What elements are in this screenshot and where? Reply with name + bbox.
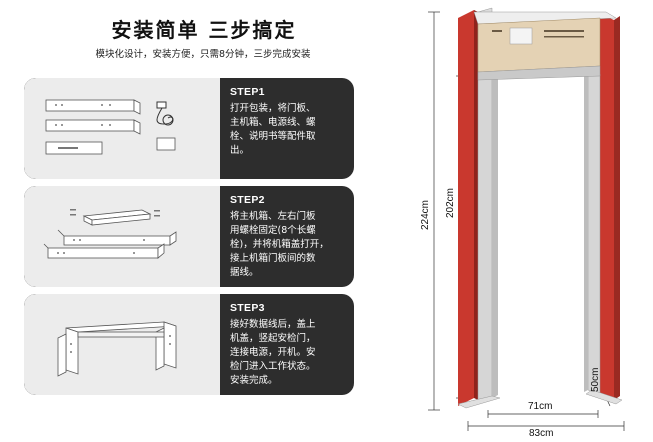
step2-line-5: 据线。 — [230, 267, 259, 278]
step2-line-1: 将主机箱、左右门板 — [230, 211, 316, 222]
step1-heading: STEP1 — [230, 86, 265, 98]
step3-line-2: 机盖，竖起安检门， — [230, 333, 316, 344]
step2-line-3: 栓)，并将机箱盖打开， — [230, 239, 329, 250]
step1-line-2: 主机箱、电源线、螺 — [230, 117, 316, 128]
gate-diagram: 224cm 202cm 50cm 71cm 83cm — [412, 0, 653, 442]
step1-line-1: 打开包装，将门板、 — [230, 103, 316, 114]
step3-description: 接好数据线后，盖上 机盖，竖起安检门， 连接电源，开机。安 检门进入工作状态。 … — [230, 318, 348, 388]
step2-illustration — [24, 186, 220, 287]
step3-line-1: 接好数据线后，盖上 — [230, 319, 316, 330]
step1-description: 打开包装，将门板、 主机箱、电源线、螺 栓、说明书等配件取 出。 — [230, 102, 348, 158]
page-subtitle: 模块化设计，安装方便，只需8分钟，三步完成安装 — [95, 49, 311, 60]
step2-line-2: 用螺栓固定(8个长螺 — [230, 225, 316, 236]
step3-line-4: 检门进入工作状态。 — [230, 361, 316, 372]
dimension-total-height: 224cm — [420, 199, 431, 230]
step1-line-3: 栓、说明书等配件取 — [230, 131, 316, 142]
dimension-inner-width: 71cm — [528, 401, 553, 412]
dimension-depth: 50cm — [590, 367, 601, 392]
step3-line-5: 安装完成。 — [230, 375, 278, 386]
dimension-total-width: 83cm — [529, 428, 554, 439]
step2-description: 将主机箱、左右门板 用螺栓固定(8个长螺 栓)，并将机箱盖打开， 接上机箱门板间… — [230, 210, 348, 280]
step3-line-3: 连接电源，开机。安 — [230, 347, 316, 358]
step2-heading: STEP2 — [230, 194, 265, 206]
step3-heading: STEP3 — [230, 302, 265, 314]
step-card-2: STEP2 将主机箱、左右门板 用螺栓固定(8个长螺 栓)，并将机箱盖打开， 接… — [24, 186, 354, 287]
step3-illustration — [24, 294, 220, 395]
page-title: 安装简单 三步搞定 — [111, 18, 297, 42]
step-card-1: STEP1 打开包装，将门板、 主机箱、电源线、螺 栓、说明书等配件取 出。 — [24, 78, 354, 179]
step2-line-4: 接上机箱门板间的数 — [230, 253, 316, 264]
dimension-inner-height: 202cm — [445, 187, 456, 218]
step-card-3: STEP3 接好数据线后，盖上 机盖，竖起安检门， 连接电源，开机。安 检门进入… — [24, 294, 354, 395]
step1-line-4: 出。 — [230, 145, 250, 156]
step1-illustration — [24, 78, 220, 179]
